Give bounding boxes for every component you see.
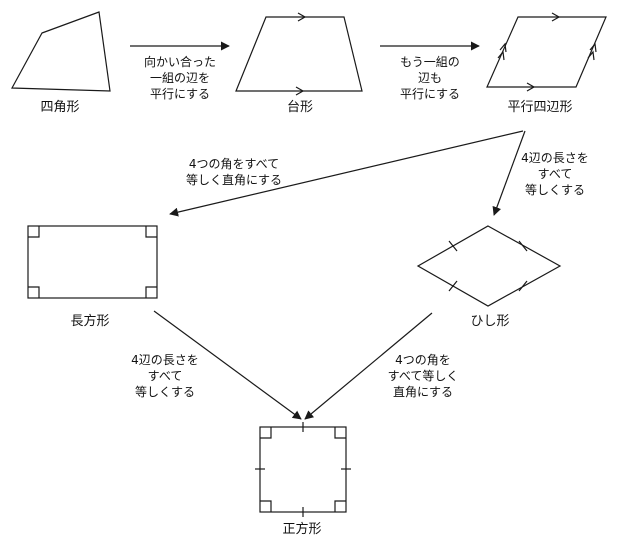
square-shape <box>259 426 347 513</box>
right-angle-mark-icon <box>334 427 346 439</box>
transition-label-to-parallelogram: もう一組の 辺も 平行にする <box>399 55 461 101</box>
parallel-double-mark-icon <box>587 42 597 61</box>
parallel-double-mark-icon <box>497 42 507 61</box>
transition-label-to-trapezoid: 向かい合った 一組の辺を 平行にする <box>143 55 216 101</box>
right-angle-mark-icon <box>28 286 40 298</box>
shape-label-square: 正方形 <box>282 522 322 537</box>
arrow-parallelogram-to-rectangle <box>169 130 524 217</box>
transition-label-to-rhombus: 4辺の長さを すべて 等しくする <box>521 151 589 197</box>
parallel-mark-icon <box>297 12 307 22</box>
equal-side-tick-icon <box>448 240 458 252</box>
right-angle-mark-icon <box>145 286 157 298</box>
quadrilateral-shape <box>11 11 111 92</box>
rectangle-shape <box>27 225 158 299</box>
parallelogram-shape <box>486 16 607 88</box>
parallel-mark-icon <box>295 86 305 96</box>
arrow-parallelogram-to-rhombus <box>492 130 526 216</box>
arrow-rhombus-to-square <box>304 312 433 420</box>
right-angle-mark-icon <box>145 226 157 238</box>
shape-label-quadrilateral: 四角形 <box>40 100 80 115</box>
right-angle-mark-icon <box>334 500 346 512</box>
right-angle-mark-icon <box>260 427 272 439</box>
arrow-rectangle-to-square <box>153 310 302 420</box>
equal-side-tick-icon <box>448 280 458 292</box>
shape-label-rectangle: 長方形 <box>70 314 110 329</box>
shape-label-rhombus: ひし形 <box>470 314 510 329</box>
parallel-mark-icon <box>551 12 561 22</box>
rhombus-shape <box>416 225 562 307</box>
shape-label-parallelogram: 平行四辺形 <box>507 100 573 115</box>
parallel-mark-icon <box>526 82 536 92</box>
right-angle-mark-icon <box>260 500 272 512</box>
transition-label-rectangle-to-square: 4辺の長さを すべて 等しくする <box>131 353 199 399</box>
transition-label-rhombus-to-square: 4つの角を すべて等しく 直角にする <box>387 353 459 399</box>
right-angle-mark-icon <box>28 226 40 238</box>
transition-label-to-rectangle: 4つの角をすべて 等しく直角にする <box>185 157 283 187</box>
trapezoid-shape <box>235 16 363 92</box>
equal-side-tick-icon <box>518 240 528 252</box>
shape-label-trapezoid: 台形 <box>286 100 313 115</box>
equal-side-tick-icon <box>518 280 528 292</box>
